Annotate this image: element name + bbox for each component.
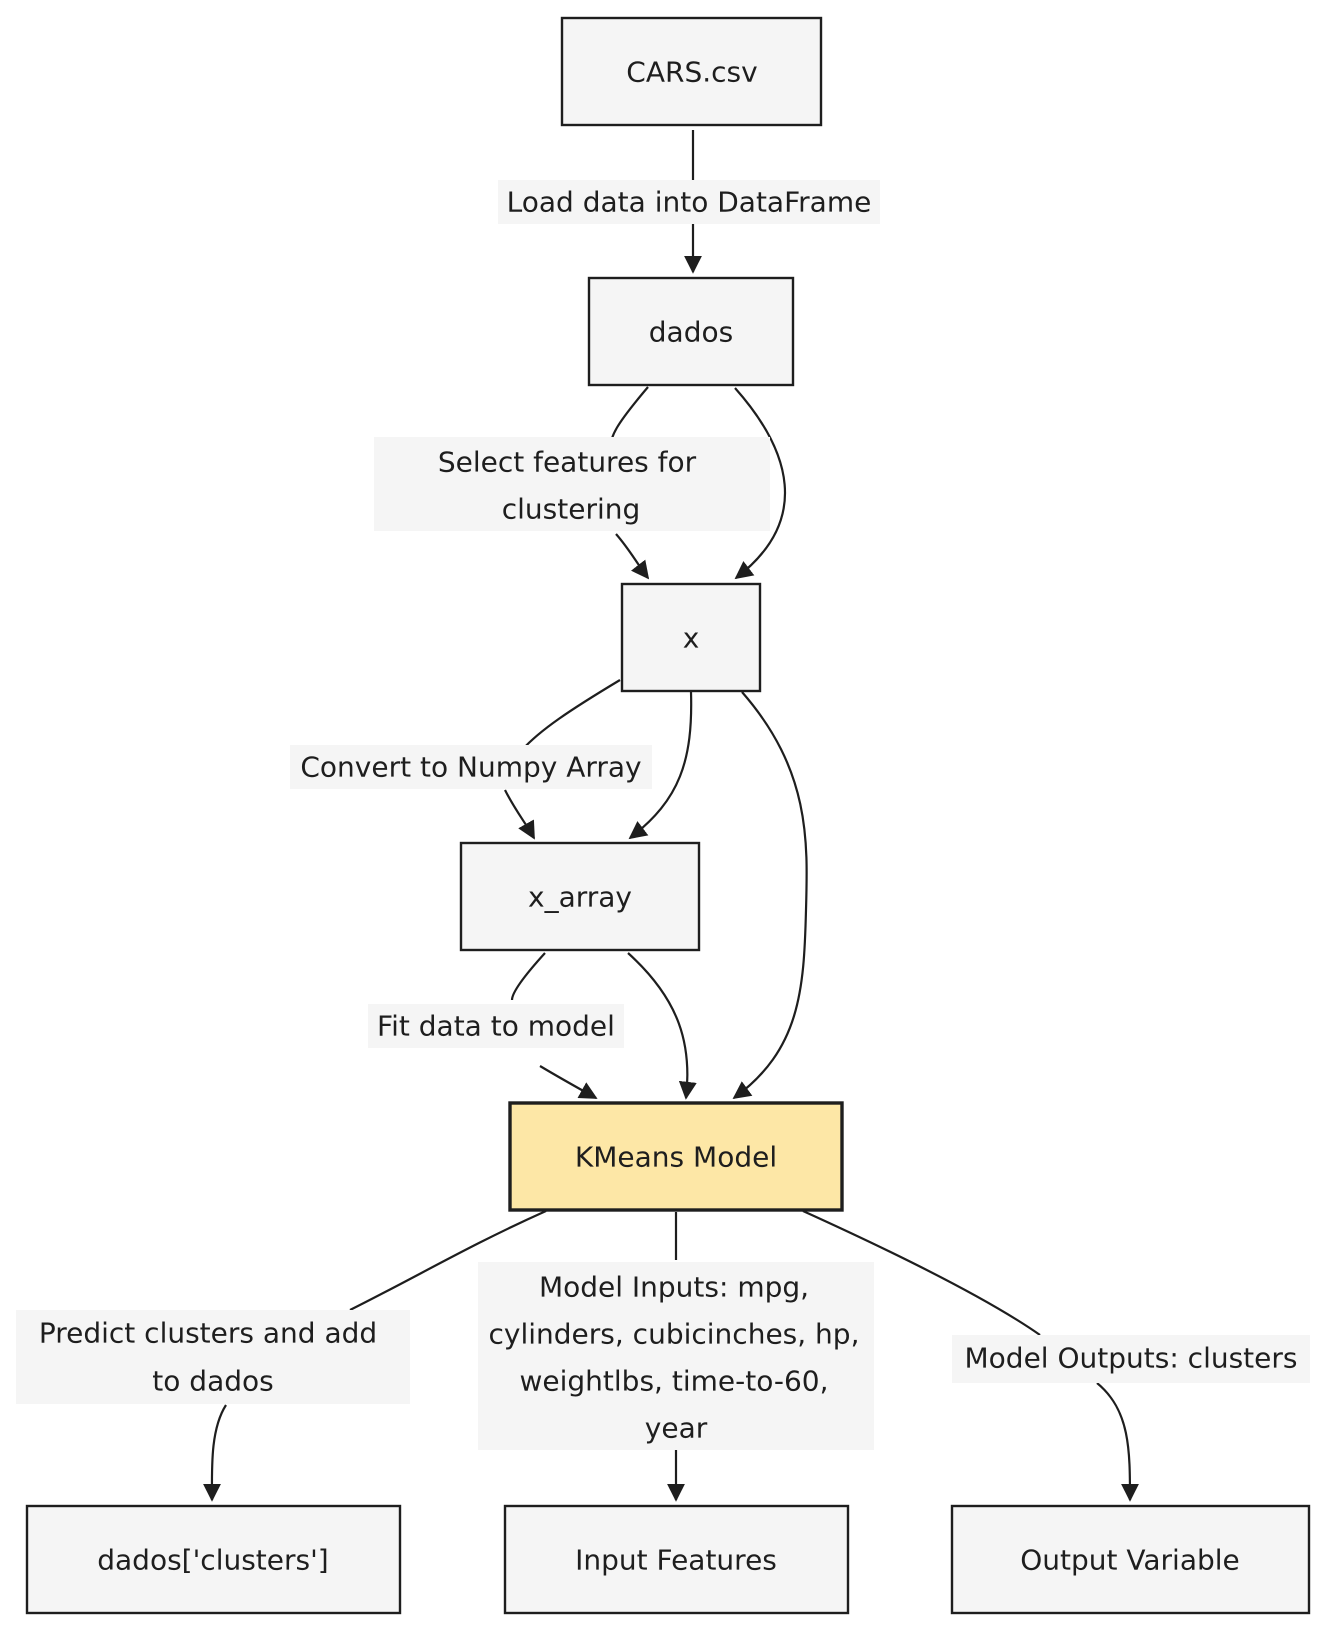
svg-text:dados['clusters']: dados['clusters'] xyxy=(97,1544,328,1577)
svg-text:x: x xyxy=(683,622,700,655)
edge-label-convert-numpy: Convert to Numpy Array xyxy=(290,745,652,789)
edge-x-to-xarray-labeled xyxy=(504,679,621,840)
edge-kmeans-to-dados-clusters xyxy=(202,1209,547,1502)
edge-label-select-features: Select features for clustering xyxy=(374,437,770,531)
node-x-array[interactable]: x_array xyxy=(459,841,701,952)
edge-x-to-kmeans xyxy=(732,691,808,1100)
edge-xarray-to-kmeans xyxy=(627,952,697,1100)
svg-text:year: year xyxy=(645,1412,708,1445)
edge-dados-to-x xyxy=(734,387,787,580)
svg-text:Load data into DataFrame: Load data into DataFrame xyxy=(507,186,872,219)
svg-text:x_array: x_array xyxy=(528,881,632,914)
node-dados[interactable]: dados xyxy=(587,276,795,387)
node-kmeans-model[interactable]: KMeans Model xyxy=(508,1101,844,1212)
svg-text:clustering: clustering xyxy=(502,493,641,526)
svg-text:Select features for: Select features for xyxy=(438,446,697,479)
svg-text:KMeans Model: KMeans Model xyxy=(575,1141,777,1174)
node-dados-clusters[interactable]: dados['clusters'] xyxy=(25,1504,402,1615)
svg-text:Model Inputs: mpg,: Model Inputs: mpg, xyxy=(539,1271,809,1304)
svg-text:CARS.csv: CARS.csv xyxy=(626,56,757,89)
svg-text:Convert to Numpy Array: Convert to Numpy Array xyxy=(300,751,641,784)
svg-text:Model Outputs: clusters: Model Outputs: clusters xyxy=(965,1342,1298,1375)
svg-text:weightlbs, time-to-60,: weightlbs, time-to-60, xyxy=(520,1365,829,1398)
svg-text:to dados: to dados xyxy=(152,1365,273,1398)
svg-text:Fit data to model: Fit data to model xyxy=(377,1010,615,1043)
node-input-features[interactable]: Input Features xyxy=(503,1504,850,1615)
node-x[interactable]: x xyxy=(620,582,762,693)
svg-text:dados: dados xyxy=(649,316,733,349)
svg-text:Predict clusters and add: Predict clusters and add xyxy=(39,1317,377,1350)
edge-label-model-inputs: Model Inputs: mpg, cylinders, cubicinche… xyxy=(478,1262,874,1450)
edge-label-model-outputs: Model Outputs: clusters xyxy=(952,1335,1310,1383)
edge-label-load-data: Load data into DataFrame xyxy=(498,180,880,224)
edge-x-to-xarray xyxy=(628,691,693,840)
edge-kmeans-to-output-variable xyxy=(802,1209,1139,1502)
svg-text:Output Variable: Output Variable xyxy=(1020,1544,1240,1577)
edge-xarray-to-kmeans-labeled xyxy=(510,952,598,1099)
node-output-variable[interactable]: Output Variable xyxy=(950,1504,1311,1615)
svg-text:cylinders, cubicinches, hp,: cylinders, cubicinches, hp, xyxy=(489,1318,860,1351)
edge-label-predict-clusters: Predict clusters and add to dados xyxy=(16,1310,410,1404)
node-cars-csv[interactable]: CARS.csv xyxy=(560,16,823,127)
svg-text:Input Features: Input Features xyxy=(575,1544,777,1577)
edge-label-fit-data: Fit data to model xyxy=(368,1004,624,1048)
